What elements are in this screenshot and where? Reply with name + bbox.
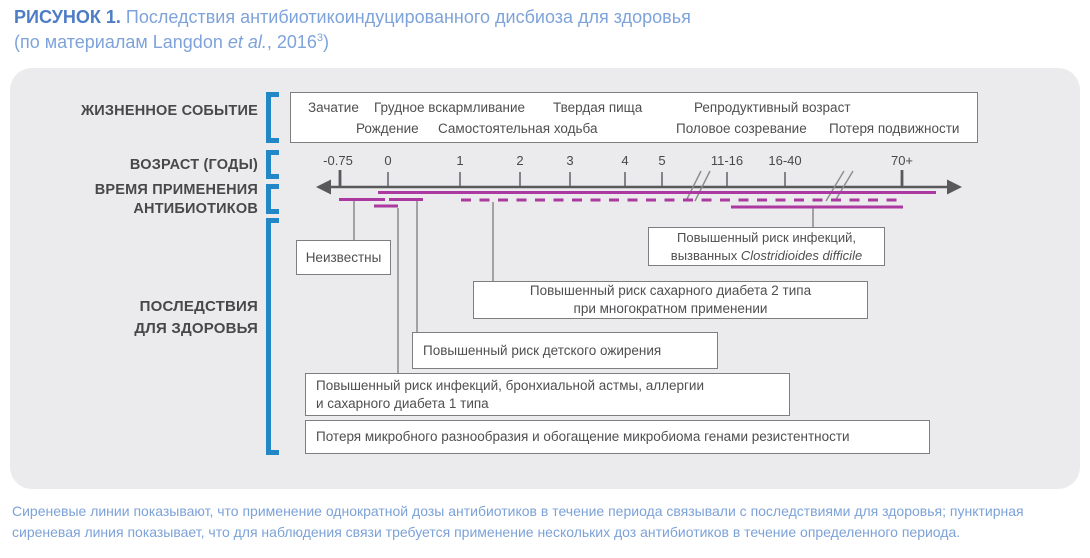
bracket-life-event xyxy=(266,92,279,143)
consequence-box-cdiff: Повышенный риск инфекций, вызванных Clos… xyxy=(648,227,885,266)
axis-left-arrow-icon xyxy=(316,179,331,195)
footnote-line1: Сиреневые линии показывают, что применен… xyxy=(12,503,1024,519)
row-label-consequences: ПОСЛЕДСТВИЯ ДЛЯ ЗДОРОВЬЯ xyxy=(134,298,258,337)
life-event-breastfeeding: Грудное вскармливание xyxy=(374,100,526,115)
age-tick-label: 70+ xyxy=(890,153,914,168)
row-label-age: ВОЗРАСТ (ГОДЫ) xyxy=(129,157,258,173)
bracket-age xyxy=(266,150,279,179)
figure-title-text: Последствия антибиотикоиндуцированного д… xyxy=(120,7,691,27)
age-tick-label: 16-40 xyxy=(768,153,802,168)
figure-source: (по материалам Langdon et al., 20163) xyxy=(14,32,330,52)
age-tick-label: 11-16 xyxy=(710,153,744,168)
life-event-conception: Зачатие xyxy=(308,100,359,115)
axis-right-arrow-icon xyxy=(947,179,962,195)
life-event-birth: Рождение xyxy=(356,121,419,136)
row-label-antibiotics: ВРЕМЯ ПРИМЕНЕНИЯ АНТИБИОТИКОВ xyxy=(94,182,258,217)
age-tick-label: 1 xyxy=(456,153,464,168)
figure-footnote: Сиреневые линии показывают, что применен… xyxy=(12,501,1084,543)
life-event-solid-food: Твердая пища xyxy=(553,100,643,115)
figure-number: РИСУНОК 1. xyxy=(14,7,121,27)
age-tick-label: 5 xyxy=(658,153,666,168)
life-event-loss-of-mobility: Потеря подвижности xyxy=(829,121,960,136)
row-label-life-event: ЖИЗНЕННОЕ СОБЫТИЕ xyxy=(80,103,258,119)
figure-title: РИСУНОК 1. Последствия антибиотикоиндуци… xyxy=(14,7,691,28)
life-event-reproductive-age: Репродуктивный возраст xyxy=(694,100,851,115)
age-tick-label: 3 xyxy=(566,153,574,168)
consequence-box-unknown: Неизвестны xyxy=(296,240,391,275)
consequence-box-obesity: Повышенный риск детского ожирения xyxy=(412,332,718,369)
axis-break-icon xyxy=(685,170,702,202)
consequence-box-diabetes2: Повышенный риск сахарного диабета 2 типа… xyxy=(473,281,868,319)
reference-superscript: 3 xyxy=(316,32,324,44)
bracket-consequences xyxy=(266,218,279,455)
age-tick-label: 0 xyxy=(384,153,392,168)
bracket-antibiotics xyxy=(266,184,279,214)
axis-break-icon xyxy=(825,170,845,202)
age-tick-label: 2 xyxy=(516,153,524,168)
life-event-walking: Самостоятельная ходьба xyxy=(438,121,598,136)
life-events-box: Зачатие Грудное вскармливание Твердая пи… xyxy=(290,92,978,143)
species-name-italic: Clostridioides difficile xyxy=(740,247,863,263)
age-tick-label: 4 xyxy=(621,153,629,168)
axis-break-icon xyxy=(694,170,711,202)
age-tick-label: -0.75 xyxy=(323,153,353,168)
footnote-line2: сиреневая линия показывает, что для набл… xyxy=(12,524,961,540)
axis-break-icon xyxy=(834,170,854,202)
consequence-box-diversity-loss: Потеря микробного разнообразия и обогаще… xyxy=(305,420,930,454)
consequence-box-asthma-allergy: Повышенный риск инфекций, бронхиальной а… xyxy=(305,373,790,416)
source-et-al: et al. xyxy=(227,32,267,52)
life-event-puberty: Половое созревание xyxy=(676,121,807,136)
